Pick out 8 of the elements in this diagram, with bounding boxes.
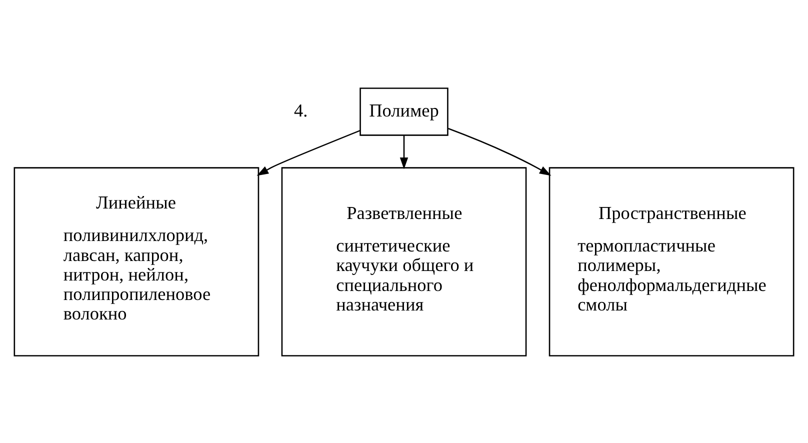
arrow [400,134,408,169]
label: 4. [294,100,308,120]
node-box: Полимер [360,87,448,136]
arrow [256,129,360,176]
node-box: Пространственные термопластичные полимеры, фенолформальдегидные смолы [548,166,794,356]
node-box: Линейные поливинилхлорид, лавсан, капрон, нитрон, нейлон, полипропиленовое волокно [14,166,260,356]
arrow [448,127,552,176]
node-box: Разветвленные синтетические каучуки общего и специального назначения [281,166,527,356]
